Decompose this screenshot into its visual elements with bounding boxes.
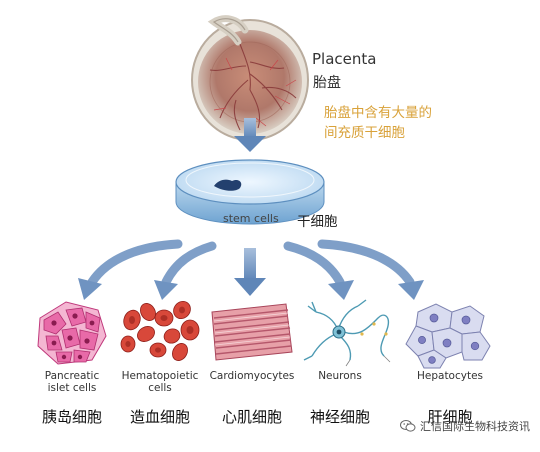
- placenta-note-line-1: 胎盘中含有大量的: [324, 105, 432, 121]
- arrow-placenta-to-dish: [234, 118, 266, 152]
- pancreatic-islet-cells-label-en-line-2: islet cells: [47, 382, 97, 394]
- arrow-to-neurons: [283, 241, 354, 300]
- arrow-to-hepatocytes: [317, 239, 424, 300]
- pancreatic-islet-cells-label-en: Pancreatic islet cells: [30, 370, 114, 394]
- placenta-label-zh: 胎盘: [313, 75, 341, 91]
- hepatocytes-illustration: [405, 303, 491, 369]
- arrow-to-pancreatic-islet-cells: [78, 239, 183, 300]
- cardiomyocytes-label-en-line-1: Cardiomyocytes: [209, 370, 295, 382]
- hepatocytes-label-zh: 肝细胞: [427, 408, 473, 426]
- cardiomyocytes-label-zh: 心肌细胞: [221, 408, 282, 426]
- neurons-label-en-line-1: Neurons: [318, 370, 362, 382]
- neurons-label-zh: 神经细胞: [309, 408, 370, 426]
- placenta-note: 胎盘中含有大量的 间充质干细胞: [324, 103, 484, 143]
- hepatocytes-label-en-line-1: Hepatocytes: [416, 370, 484, 382]
- placenta-note-line-2: 间充质干细胞: [324, 125, 405, 141]
- hematopoietic-cells-label-en: Hematopoietic cells: [112, 370, 208, 394]
- hepatocytes-label-en: Hepatocytes: [404, 370, 496, 382]
- hematopoietic-cells-label-en-line-1: Hematopoietic: [121, 370, 199, 382]
- arrow-to-hematopoietic-cells: [154, 241, 217, 300]
- pancreatic-islet-cells-label-zh: 胰岛细胞: [41, 408, 102, 426]
- hematopoietic-cells-illustration: [120, 300, 200, 361]
- pancreatic-islet-cells-label-en-line-1: Pancreatic: [44, 370, 100, 382]
- watermark-text: 汇信国际生物科技资讯: [420, 420, 530, 433]
- stem-cells-label-en: stem cells: [223, 212, 279, 225]
- cardiomyocytes-illustration: [211, 303, 293, 361]
- hematopoietic-cells-label-en-line-2: cells: [148, 382, 172, 394]
- stem-cells-label-zh: 干细胞: [297, 214, 338, 230]
- neurons-illustration: [303, 299, 391, 367]
- arrow-to-cardiomyocytes: [234, 248, 266, 296]
- wechat-icon: [400, 420, 416, 432]
- petri-dish-illustration: [175, 159, 325, 225]
- pancreatic-islet-cells-illustration: [37, 301, 107, 365]
- neurons-label-en: Neurons: [300, 370, 380, 382]
- hematopoietic-cells-label-zh: 造血细胞: [129, 408, 190, 426]
- placenta-illustration: [191, 15, 309, 141]
- cardiomyocytes-label-en: Cardiomyocytes: [204, 370, 300, 382]
- watermark: 汇信国际生物科技资讯: [400, 418, 530, 434]
- placenta-label-en: Placenta: [312, 50, 377, 68]
